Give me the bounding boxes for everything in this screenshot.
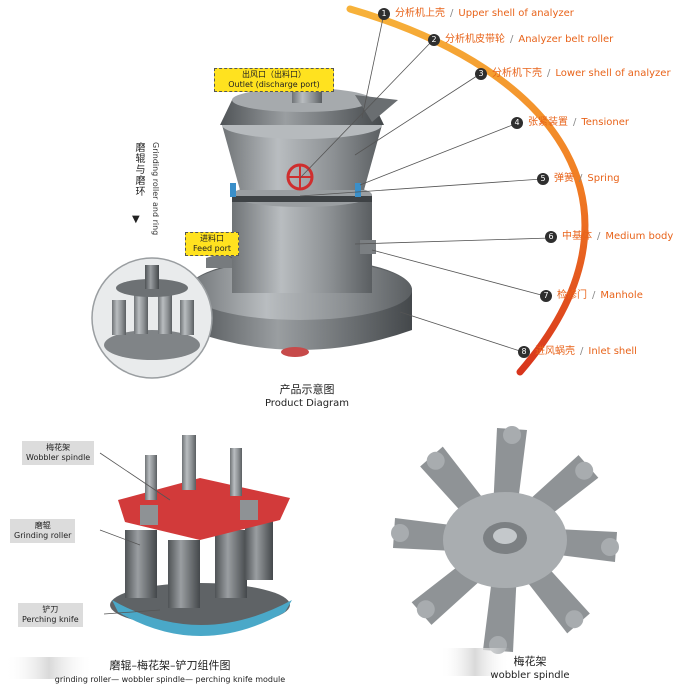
callout-separator: / xyxy=(510,34,514,45)
outlet-tag: 出风口（出料口） Outlet (discharge port) xyxy=(214,68,334,92)
mill-body xyxy=(188,70,412,357)
callout-spring: 5 弹簧 / Spring xyxy=(537,173,620,185)
callout-number: 1 xyxy=(378,8,390,20)
spindle-caption: 梅花架 wobbler spindle xyxy=(480,655,580,682)
module-caption-en: grinding roller— wobbler spindle— perchi… xyxy=(54,675,286,684)
feed-port-tag-cn: 进料口 xyxy=(200,234,224,243)
callout-lower-shell: 3 分析机下壳 / Lower shell of analyzer xyxy=(475,68,671,80)
callout-inlet-shell: 8 进风蜗壳 / Inlet shell xyxy=(518,346,637,358)
tag-wobbler-spindle-en: Wobbler spindle xyxy=(26,453,91,462)
callout-separator: / xyxy=(597,231,601,242)
callout-en: Tensioner xyxy=(581,117,629,128)
grinding-roller-ring-en: Grinding roller and ring xyxy=(151,142,160,236)
product-diagram-caption: 产品示意图 Product Diagram xyxy=(252,383,362,410)
callout-en: Spring xyxy=(587,173,620,184)
callout-en: Manhole xyxy=(600,290,643,301)
callout-tensioner: 4 张紧装置 / Tensioner xyxy=(511,117,629,129)
roller-inset xyxy=(91,257,213,379)
callout-en: Lower shell of analyzer xyxy=(555,68,671,79)
callout-en: Analyzer belt roller xyxy=(518,34,614,45)
callout-en: Upper shell of analyzer xyxy=(458,8,574,19)
tag-perching-knife: 铲刀 Perching knife xyxy=(18,603,83,627)
tag-wobbler-spindle: 梅花架 Wobbler spindle xyxy=(22,441,95,465)
callout-cn: 检修门 xyxy=(557,290,587,301)
callout-cn: 进风蜗壳 xyxy=(535,346,575,357)
callout-number: 2 xyxy=(428,34,440,46)
callout-number: 8 xyxy=(518,346,530,358)
callout-separator: / xyxy=(592,290,596,301)
callout-en: Inlet shell xyxy=(588,346,637,357)
callout-cn: 分析机上壳 xyxy=(395,8,445,19)
callout-en: Medium body xyxy=(605,231,674,242)
callout-medium-body: 6 中基体 / Medium body xyxy=(545,231,673,243)
callout-separator: / xyxy=(450,8,454,19)
outlet-tag-en: Outlet (discharge port) xyxy=(228,80,320,89)
callout-number: 4 xyxy=(511,117,523,129)
callout-number: 6 xyxy=(545,231,557,243)
tag-perching-knife-cn: 铲刀 xyxy=(42,605,59,614)
outlet-tag-cn: 出风口（出料口） xyxy=(242,70,306,79)
module-assembly xyxy=(110,435,292,636)
callout-cn: 张紧装置 xyxy=(528,117,568,128)
module-caption: 磨辊–梅花架–铲刀组件图 grinding roller— wobbler sp… xyxy=(45,659,295,686)
tag-grinding-roller-cn: 磨辊 xyxy=(34,521,51,530)
module-leader-lines xyxy=(99,452,171,615)
feed-port-tag-en: Feed port xyxy=(192,244,232,253)
spindle-plate xyxy=(391,426,619,654)
callout-separator: / xyxy=(547,68,551,79)
callout-manhole: 7 检修门 / Manhole xyxy=(540,290,643,302)
tag-grinding-roller: 磨辊 Grinding roller xyxy=(10,519,76,543)
callout-separator: / xyxy=(579,173,583,184)
callout-cn: 中基体 xyxy=(562,231,592,242)
callout-cn: 分析机皮带轮 xyxy=(445,34,505,45)
feed-port-tag: 进料口 Feed port xyxy=(185,232,239,256)
spindle-caption-en: wobbler spindle xyxy=(490,670,570,681)
product-caption-en: Product Diagram xyxy=(264,398,350,409)
callout-number: 7 xyxy=(540,290,552,302)
down-arrow-icon: ▼ xyxy=(132,214,140,225)
tag-grinding-roller-en: Grinding roller xyxy=(14,531,72,540)
module-caption-cn: 磨辊–梅花架–铲刀组件图 xyxy=(109,659,231,672)
callout-cn: 分析机下壳 xyxy=(492,68,542,79)
callout-upper-shell: 1 分析机上壳 / Upper shell of analyzer xyxy=(378,8,574,20)
callout-analyzer-belt-roller: 2 分析机皮带轮 / Analyzer belt roller xyxy=(428,34,613,46)
grinding-roller-ring-cn: 磨辊与磨环 xyxy=(133,142,144,197)
product-caption-cn: 产品示意图 xyxy=(279,383,335,396)
callout-number: 5 xyxy=(537,173,549,185)
callout-separator: / xyxy=(573,117,577,128)
callout-number: 3 xyxy=(475,68,487,80)
callout-cn: 弹簧 xyxy=(554,173,574,184)
spindle-caption-cn: 梅花架 xyxy=(513,655,547,668)
callout-separator: / xyxy=(580,346,584,357)
tag-perching-knife-en: Perching knife xyxy=(22,615,79,624)
tag-wobbler-spindle-cn: 梅花架 xyxy=(46,443,71,452)
